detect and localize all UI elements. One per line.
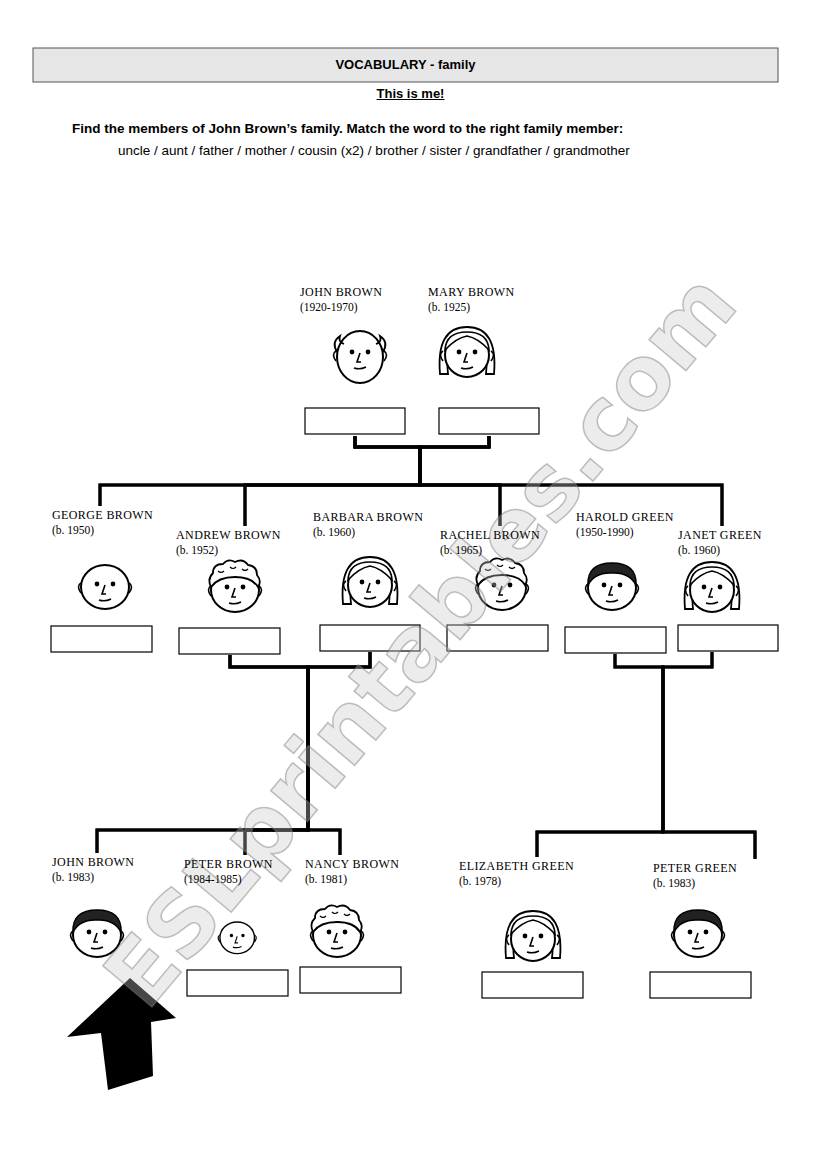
person-node: GEORGE BROWN(b. 1950) bbox=[52, 508, 156, 654]
person-node: BARBARA BROWN(b. 1960) bbox=[313, 510, 426, 652]
answer-box bbox=[565, 627, 666, 653]
label-text: uncle / aunt / father / mother / cousin … bbox=[118, 143, 630, 158]
title-text: VOCABULARY - family bbox=[33, 48, 778, 82]
person-name: JANET GREEN bbox=[678, 528, 779, 543]
person-node: JANET GREEN(b. 1960) bbox=[678, 528, 779, 652]
face bbox=[311, 905, 364, 957]
person-name: NANCY BROWN bbox=[305, 857, 402, 872]
person-name: MARY BROWN bbox=[428, 285, 543, 300]
face bbox=[586, 563, 639, 610]
face bbox=[440, 327, 495, 377]
person-dates: (b. 1950) bbox=[52, 523, 156, 537]
person-node: NANCY BROWN(b. 1981) bbox=[305, 857, 402, 994]
family-line bbox=[537, 652, 712, 857]
person-name: PETER BROWN bbox=[184, 857, 289, 872]
person-node: JOHN BROWN(1920-1970) bbox=[300, 285, 410, 436]
answer-box bbox=[51, 626, 152, 652]
label-text: This is me! bbox=[0, 86, 821, 101]
person-node: MARY BROWN(b. 1925) bbox=[428, 285, 543, 436]
face bbox=[79, 565, 132, 609]
person-name: BARBARA BROWN bbox=[313, 510, 426, 525]
person-node: ELIZABETH GREEN(b. 1978) bbox=[459, 859, 584, 999]
answer-box bbox=[482, 972, 583, 998]
person-node: JOHN BROWN(b. 1983) bbox=[52, 855, 137, 915]
title-band bbox=[33, 48, 778, 82]
person-name: JOHN BROWN bbox=[52, 855, 137, 870]
person-node: PETER BROWN(1984-1985) bbox=[184, 857, 289, 997]
person-dates: (b. 1978) bbox=[459, 874, 584, 888]
person-node: RACHEL BROWN(b. 1965) bbox=[440, 528, 549, 652]
person-dates: (b. 1960) bbox=[313, 525, 426, 539]
family-line bbox=[615, 654, 755, 859]
person-dates: (b. 1983) bbox=[52, 870, 137, 884]
person-name: GEORGE BROWN bbox=[52, 508, 156, 523]
face bbox=[685, 562, 740, 612]
answer-box bbox=[439, 408, 539, 434]
face bbox=[209, 560, 262, 612]
person-dates: (1920-1970) bbox=[300, 300, 410, 314]
person-dates: (1984-1985) bbox=[184, 872, 289, 886]
person-name: PETER GREEN bbox=[653, 861, 753, 876]
person-dates: (b. 1965) bbox=[440, 543, 549, 557]
family-line bbox=[537, 654, 663, 857]
face bbox=[506, 911, 561, 961]
person-dates: (b. 1960) bbox=[678, 543, 779, 557]
person-name: HAROLD GREEN bbox=[576, 510, 676, 525]
person-name: ANDREW BROWN bbox=[176, 528, 283, 543]
answer-box bbox=[300, 967, 401, 993]
answer-box bbox=[678, 625, 778, 651]
person-dates: (b. 1952) bbox=[176, 543, 283, 557]
person-dates: (1950-1990) bbox=[576, 525, 676, 539]
person-node: PETER GREEN(b. 1983) bbox=[653, 861, 753, 999]
face bbox=[672, 910, 725, 957]
family-line bbox=[245, 436, 489, 526]
person-node: HAROLD GREEN(1950-1990) bbox=[576, 510, 676, 654]
person-dates: (b. 1981) bbox=[305, 872, 402, 886]
answer-box bbox=[179, 628, 280, 654]
person-name: RACHEL BROWN bbox=[440, 528, 549, 543]
answer-box bbox=[305, 408, 405, 434]
person-node: ANDREW BROWN(b. 1952) bbox=[176, 528, 283, 655]
person-dates: (b. 1983) bbox=[653, 876, 753, 890]
label-text: Find the members of John Brown’s family.… bbox=[72, 121, 623, 136]
family-line bbox=[663, 652, 755, 859]
person-name: JOHN BROWN bbox=[300, 285, 410, 300]
person-dates: (b. 1925) bbox=[428, 300, 543, 314]
person-name: ELIZABETH GREEN bbox=[459, 859, 584, 874]
answer-box bbox=[650, 972, 751, 998]
face bbox=[334, 331, 387, 383]
